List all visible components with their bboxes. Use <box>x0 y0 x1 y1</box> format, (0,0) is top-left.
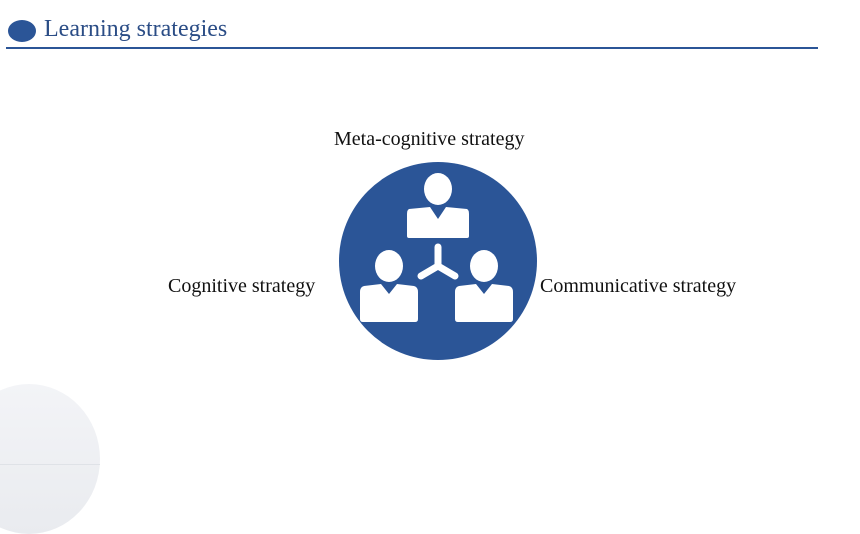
person-left-icon <box>360 250 418 322</box>
bullet-dot-icon <box>8 20 36 42</box>
slide-title: Learning strategies <box>44 16 228 42</box>
label-communicative-strategy: Communicative strategy <box>540 275 737 297</box>
label-cognitive-strategy: Cognitive strategy <box>168 275 316 297</box>
label-meta-cognitive-strategy: Meta-cognitive strategy <box>334 128 525 150</box>
decorative-line <box>0 464 100 465</box>
header-divider <box>6 47 818 49</box>
person-right-icon <box>455 250 513 322</box>
decorative-circle <box>0 384 100 534</box>
connector-icon <box>417 243 459 280</box>
team-network-icon <box>339 162 537 360</box>
slide-header: Learning strategies <box>0 0 860 52</box>
person-top-icon <box>407 173 469 238</box>
